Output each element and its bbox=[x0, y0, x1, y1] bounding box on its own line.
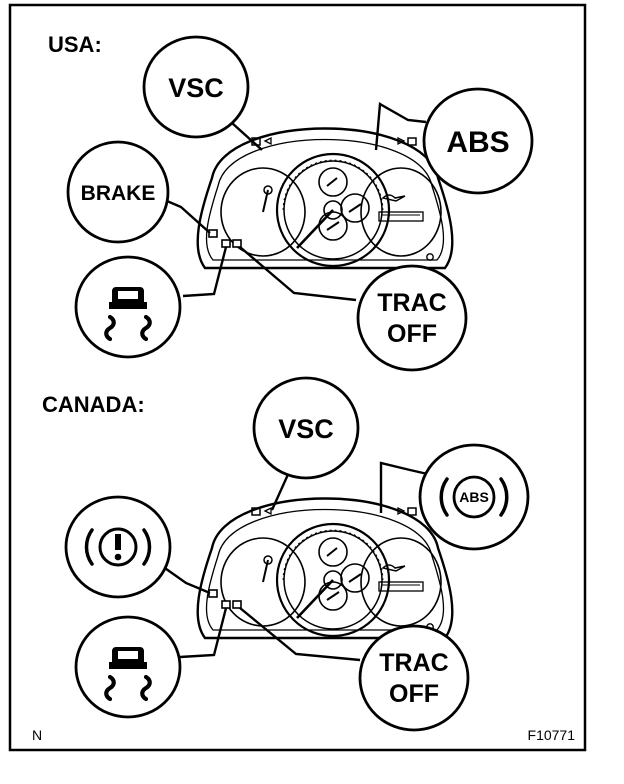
canada-section: CANADA: VSC ABS bbox=[42, 376, 530, 732]
usa-trac-off-bubble bbox=[356, 264, 468, 372]
usa-brake-bubble bbox=[66, 140, 170, 244]
canada-abs-bubble bbox=[418, 443, 530, 551]
usa-heading: USA: bbox=[48, 32, 102, 57]
usa-brake-label: BRAKE bbox=[81, 182, 156, 205]
canada-instrument-cluster bbox=[196, 497, 454, 640]
canada-slip-leader bbox=[179, 607, 228, 659]
usa-trac-leader bbox=[239, 246, 357, 302]
canada-slip-indicator bbox=[221, 600, 231, 609]
usa-abs-label: ABS bbox=[446, 126, 509, 159]
abs-warning-icon: ABS bbox=[439, 475, 509, 519]
canada-trac-label: TRAC bbox=[379, 649, 448, 677]
figure-number: F10771 bbox=[528, 727, 576, 743]
usa-vsc-bubble bbox=[142, 35, 250, 139]
canada-trac-off-indicator bbox=[232, 600, 242, 609]
canada-trac-off-bubble bbox=[358, 624, 470, 732]
usa-section: USA: VSC ABS BRAKE TRAC OFF bbox=[48, 32, 534, 372]
usa-slip-leader bbox=[182, 246, 228, 298]
canada-vsc-bubble bbox=[252, 376, 360, 480]
canada-heading: CANADA: bbox=[42, 392, 145, 417]
brake-warning-icon bbox=[84, 527, 152, 567]
usa-vsc-label: VSC bbox=[168, 73, 224, 103]
canada-abs-leader bbox=[379, 461, 433, 513]
footer-left-code: N bbox=[32, 727, 42, 743]
canada-trac-leader bbox=[239, 607, 361, 662]
usa-slip-indicator bbox=[221, 239, 231, 248]
canada-brake-indicator bbox=[208, 589, 218, 598]
usa-trac-label: TRAC bbox=[377, 289, 446, 317]
canada-brake-leader bbox=[161, 565, 211, 595]
frame-border bbox=[8, 3, 587, 752]
canada-abs-label: ABS bbox=[459, 489, 489, 505]
usa-off-label: OFF bbox=[387, 320, 437, 348]
canada-off-label: OFF bbox=[389, 680, 439, 708]
usa-abs-bubble bbox=[422, 87, 534, 195]
canada-vsc-label: VSC bbox=[278, 414, 334, 444]
usa-abs-leader bbox=[374, 102, 427, 151]
canada-vsc-leader bbox=[270, 469, 292, 511]
usa-brake-indicator bbox=[208, 229, 218, 238]
usa-trac-off-indicator bbox=[232, 239, 242, 248]
